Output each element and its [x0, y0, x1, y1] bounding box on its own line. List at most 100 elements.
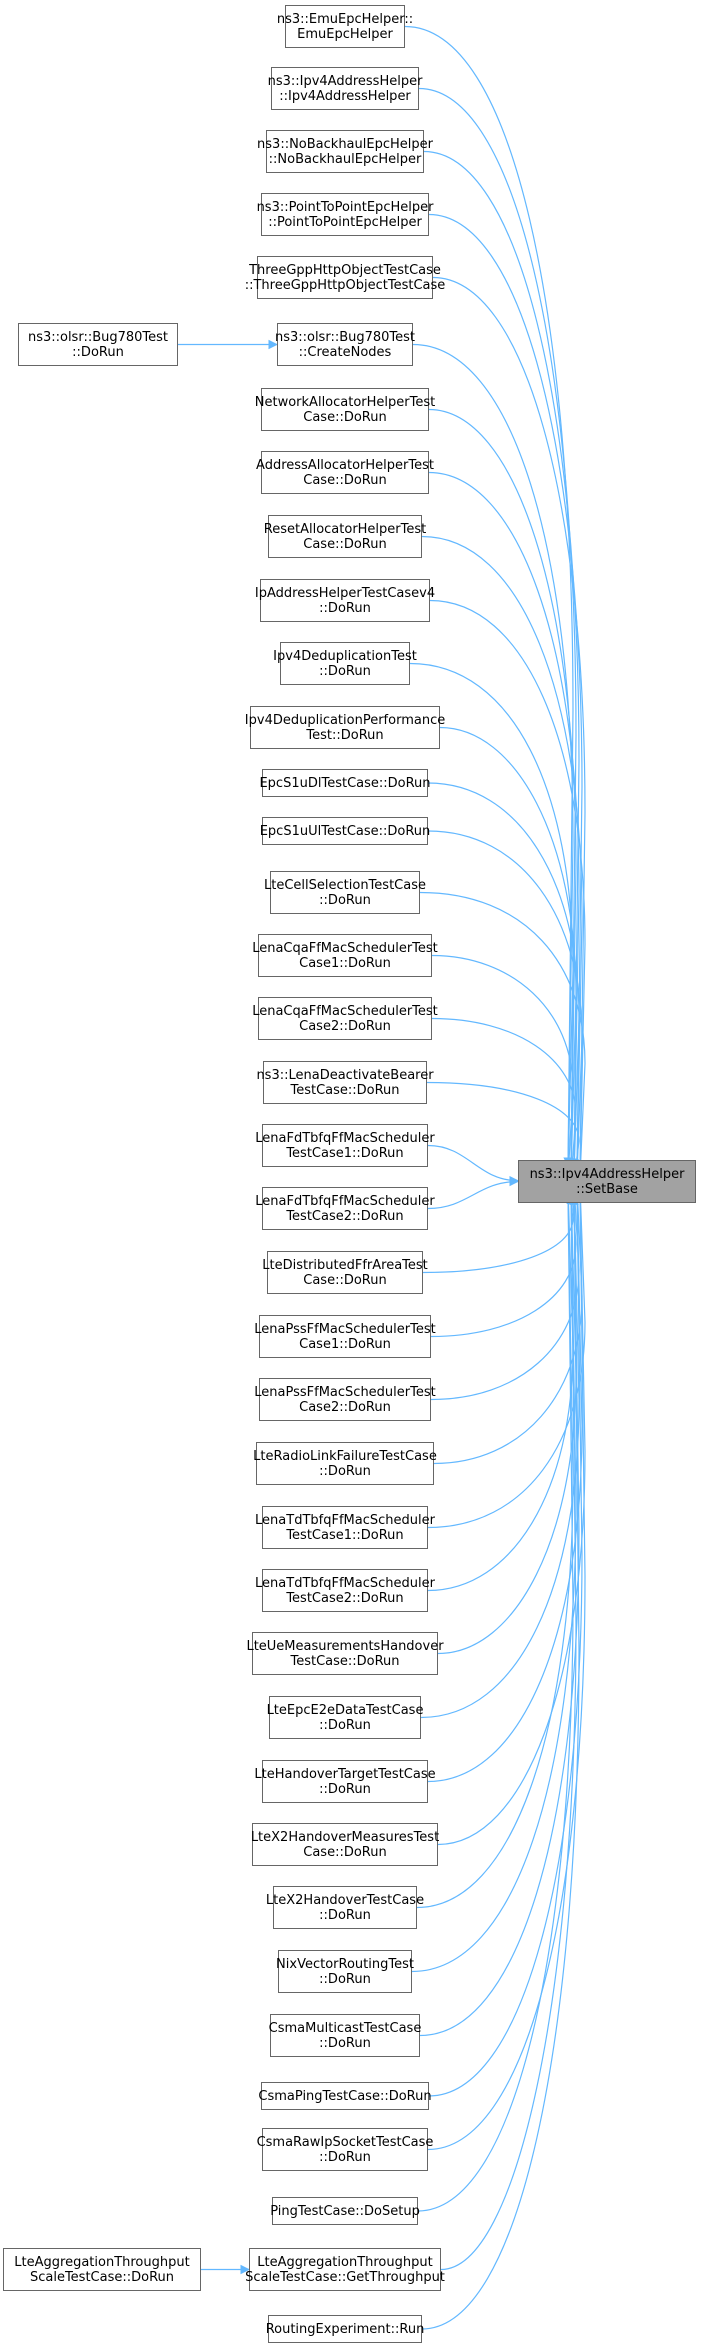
call-edge: [432, 276, 586, 1171]
node-label: LteEpcE2eDataTestCase ::DoRun: [266, 1702, 424, 1733]
node-label: PingTestCase::DoSetup: [270, 2203, 420, 2219]
node-label: LenaPssFfMacSchedulerTest Case1::DoRun: [254, 1321, 436, 1352]
node-label: LenaFdTbfqFfMacScheduler TestCase2::DoRu…: [255, 1193, 435, 1224]
caller-node-c6[interactable]: NetworkAllocatorHelperTest Case::DoRun: [255, 388, 435, 431]
call-edge: [437, 1186, 577, 1655]
caller-node-c27[interactable]: LteEpcE2eDataTestCase ::DoRun: [266, 1696, 424, 1739]
call-edge: [421, 1195, 580, 2330]
node-label: ns3::NoBackhaulEpcHelper ::NoBackhaulEpc…: [257, 136, 433, 167]
call-edge: [427, 1144, 519, 1186]
caller-node-c26[interactable]: LteUeMeasurementsHandover TestCase::DoRu…: [246, 1632, 444, 1675]
node-label: CsmaMulticastTestCase ::DoRun: [268, 2020, 422, 2051]
caller-node-c35[interactable]: PingTestCase::DoSetup: [270, 2197, 420, 2225]
caller-node-c31[interactable]: NixVectorRoutingTest ::DoRun: [276, 1950, 414, 1993]
call-edge: [418, 87, 577, 1168]
node-label: CsmaPingTestCase::DoRun: [258, 2088, 432, 2104]
caller-node-o0[interactable]: ns3::olsr::Bug780Test ::DoRun: [18, 323, 178, 366]
call-edge: [426, 1081, 580, 1181]
caller-node-c17[interactable]: ns3::LenaDeactivateBearer TestCase::DoRu…: [256, 1061, 434, 1104]
node-label: Ipv4DeduplicationTest ::DoRun: [273, 648, 417, 679]
caller-node-c24[interactable]: LenaTdTbfqFfMacScheduler TestCase1::DoRu…: [255, 1506, 435, 1549]
caller-node-c25[interactable]: LenaTdTbfqFfMacScheduler TestCase2::DoRu…: [255, 1569, 435, 1612]
call-edge: [404, 25, 574, 1167]
caller-node-c12[interactable]: EpcS1uDlTestCase::DoRun: [259, 769, 431, 797]
node-label: LteHandoverTargetTestCase ::DoRun: [254, 1766, 436, 1797]
node-label: LteRadioLinkFailureTestCase ::DoRun: [253, 1448, 437, 1479]
node-label: RoutingExperiment::Run: [265, 2321, 425, 2337]
node-label: LenaCqaFfMacSchedulerTest Case1::DoRun: [252, 940, 438, 971]
node-label: LenaPssFfMacSchedulerTest Case2::DoRun: [254, 1384, 436, 1415]
call-edge: [428, 471, 580, 1173]
caller-node-c5[interactable]: ns3::olsr::Bug780Test ::CreateNodes: [274, 323, 416, 366]
target-node-ipv4addresshelper-setbase: ns3::Ipv4AddressHelper ::SetBase: [518, 1160, 696, 1203]
caller-node-c8[interactable]: ResetAllocatorHelperTest Case::DoRun: [264, 515, 426, 558]
caller-node-c0[interactable]: ns3::EmuEpcHelper:: EmuEpcHelper: [277, 5, 413, 48]
call-edge: [427, 1187, 583, 1783]
caller-node-c37[interactable]: RoutingExperiment::Run: [265, 2315, 425, 2343]
caller-node-c7[interactable]: AddressAllocatorHelperTest Case::DoRun: [256, 451, 434, 494]
caller-node-c33[interactable]: CsmaPingTestCase::DoRun: [258, 2082, 432, 2110]
caller-node-c30[interactable]: LteX2HandoverTestCase ::DoRun: [266, 1886, 424, 1929]
caller-node-c18[interactable]: LenaFdTbfqFfMacScheduler TestCase1::DoRu…: [255, 1124, 435, 1167]
node-label: ns3::olsr::Bug780Test ::DoRun: [27, 329, 169, 360]
node-label: EpcS1uUlTestCase::DoRun: [259, 823, 431, 839]
caller-node-c10[interactable]: Ipv4DeduplicationTest ::DoRun: [273, 642, 417, 685]
node-label: ns3::olsr::Bug780Test ::CreateNodes: [274, 329, 416, 360]
call-edge: [419, 891, 586, 1179]
caller-node-c21[interactable]: LenaPssFfMacSchedulerTest Case1::DoRun: [254, 1315, 436, 1358]
call-edge: [417, 1193, 574, 2212]
call-edge: [433, 1183, 583, 1465]
call-edge: [427, 782, 580, 1177]
call-edge: [429, 599, 586, 1175]
caller-node-c29[interactable]: LteX2HandoverMeasuresTest Case::DoRun: [250, 1823, 440, 1866]
node-label: LteAggregationThroughput ScaleTestCase::…: [14, 2254, 190, 2285]
caller-node-c3[interactable]: ns3::PointToPointEpcHelper ::PointToPoin…: [257, 193, 433, 236]
call-edge: [411, 1190, 577, 1973]
node-label: AddressAllocatorHelperTest Case::DoRun: [256, 457, 434, 488]
node-label: EpcS1uDlTestCase::DoRun: [259, 775, 431, 791]
node-label: ns3::EmuEpcHelper:: EmuEpcHelper: [276, 11, 414, 42]
caller-node-c20[interactable]: LteDistributedFfrAreaTest Case::DoRun: [262, 1251, 428, 1294]
caller-node-c2[interactable]: ns3::NoBackhaulEpcHelper ::NoBackhaulEpc…: [257, 130, 433, 173]
node-label: ResetAllocatorHelperTest Case::DoRun: [263, 521, 427, 552]
node-label: LteCellSelectionTestCase ::DoRun: [264, 877, 426, 908]
node-label: LenaTdTbfqFfMacScheduler TestCase1::DoRu…: [255, 1512, 435, 1543]
call-edge: [428, 408, 577, 1172]
caller-node-c14[interactable]: LteCellSelectionTestCase ::DoRun: [264, 871, 426, 914]
call-edge: [430, 1182, 580, 1401]
caller-node-c22[interactable]: LenaPssFfMacSchedulerTest Case2::DoRun: [254, 1378, 436, 1421]
node-label: LteX2HandoverTestCase ::DoRun: [265, 1892, 425, 1923]
caller-node-c19[interactable]: LenaFdTbfqFfMacScheduler TestCase2::DoRu…: [255, 1187, 435, 1230]
caller-node-c15[interactable]: LenaCqaFfMacSchedulerTest Case1::DoRun: [252, 934, 438, 977]
call-edge: [427, 1184, 586, 1529]
node-label: LenaCqaFfMacSchedulerTest Case2::DoRun: [252, 1003, 438, 1034]
node-label: LteUeMeasurementsHandover TestCase::DoRu…: [246, 1638, 444, 1669]
caller-node-c16[interactable]: LenaCqaFfMacSchedulerTest Case2::DoRun: [252, 997, 438, 1040]
caller-node-c36[interactable]: LteAggregationThroughput ScaleTestCase::…: [245, 2248, 445, 2291]
call-edge: [431, 954, 574, 1180]
node-label: ThreeGppHttpObjectTestCase ::ThreeGppHtt…: [244, 262, 446, 293]
caller-node-c28[interactable]: LteHandoverTargetTestCase ::DoRun: [254, 1760, 436, 1803]
caller-node-c32[interactable]: CsmaMulticastTestCase ::DoRun: [268, 2014, 422, 2057]
caller-node-o1[interactable]: LteAggregationThroughput ScaleTestCase::…: [3, 2248, 201, 2291]
node-label: Ipv4DeduplicationPerformance Test::DoRun: [244, 712, 446, 743]
caller-node-c34[interactable]: CsmaRawIpSocketTestCase ::DoRun: [257, 2128, 433, 2171]
caller-node-c4[interactable]: ThreeGppHttpObjectTestCase ::ThreeGppHtt…: [245, 256, 445, 299]
node-label: CsmaRawIpSocketTestCase ::DoRun: [256, 2134, 434, 2165]
node-label: LteDistributedFfrAreaTest Case::DoRun: [262, 1257, 428, 1288]
node-label: LteAggregationThroughput ScaleTestCase::…: [245, 2254, 445, 2285]
node-label: NixVectorRoutingTest ::DoRun: [276, 1956, 414, 1987]
caller-node-c9[interactable]: IpAddressHelperTestCasev4 ::DoRun: [255, 579, 435, 622]
caller-node-c1[interactable]: ns3::Ipv4AddressHelper ::Ipv4AddressHelp…: [268, 67, 422, 110]
node-label: LteX2HandoverMeasuresTest Case::DoRun: [250, 1829, 440, 1860]
node-label: LenaFdTbfqFfMacScheduler TestCase1::DoRu…: [255, 1130, 435, 1161]
caller-node-c11[interactable]: Ipv4DeduplicationPerformance Test::DoRun: [245, 706, 445, 749]
caller-node-c13[interactable]: EpcS1uUlTestCase::DoRun: [259, 817, 431, 845]
call-edge: [427, 1185, 574, 1592]
caller-node-c23[interactable]: LteRadioLinkFailureTestCase ::DoRun: [253, 1442, 437, 1485]
node-label: IpAddressHelperTestCasev4 ::DoRun: [254, 585, 436, 616]
call-edge: [440, 1194, 577, 2271]
call-edge: [428, 1191, 583, 2097]
